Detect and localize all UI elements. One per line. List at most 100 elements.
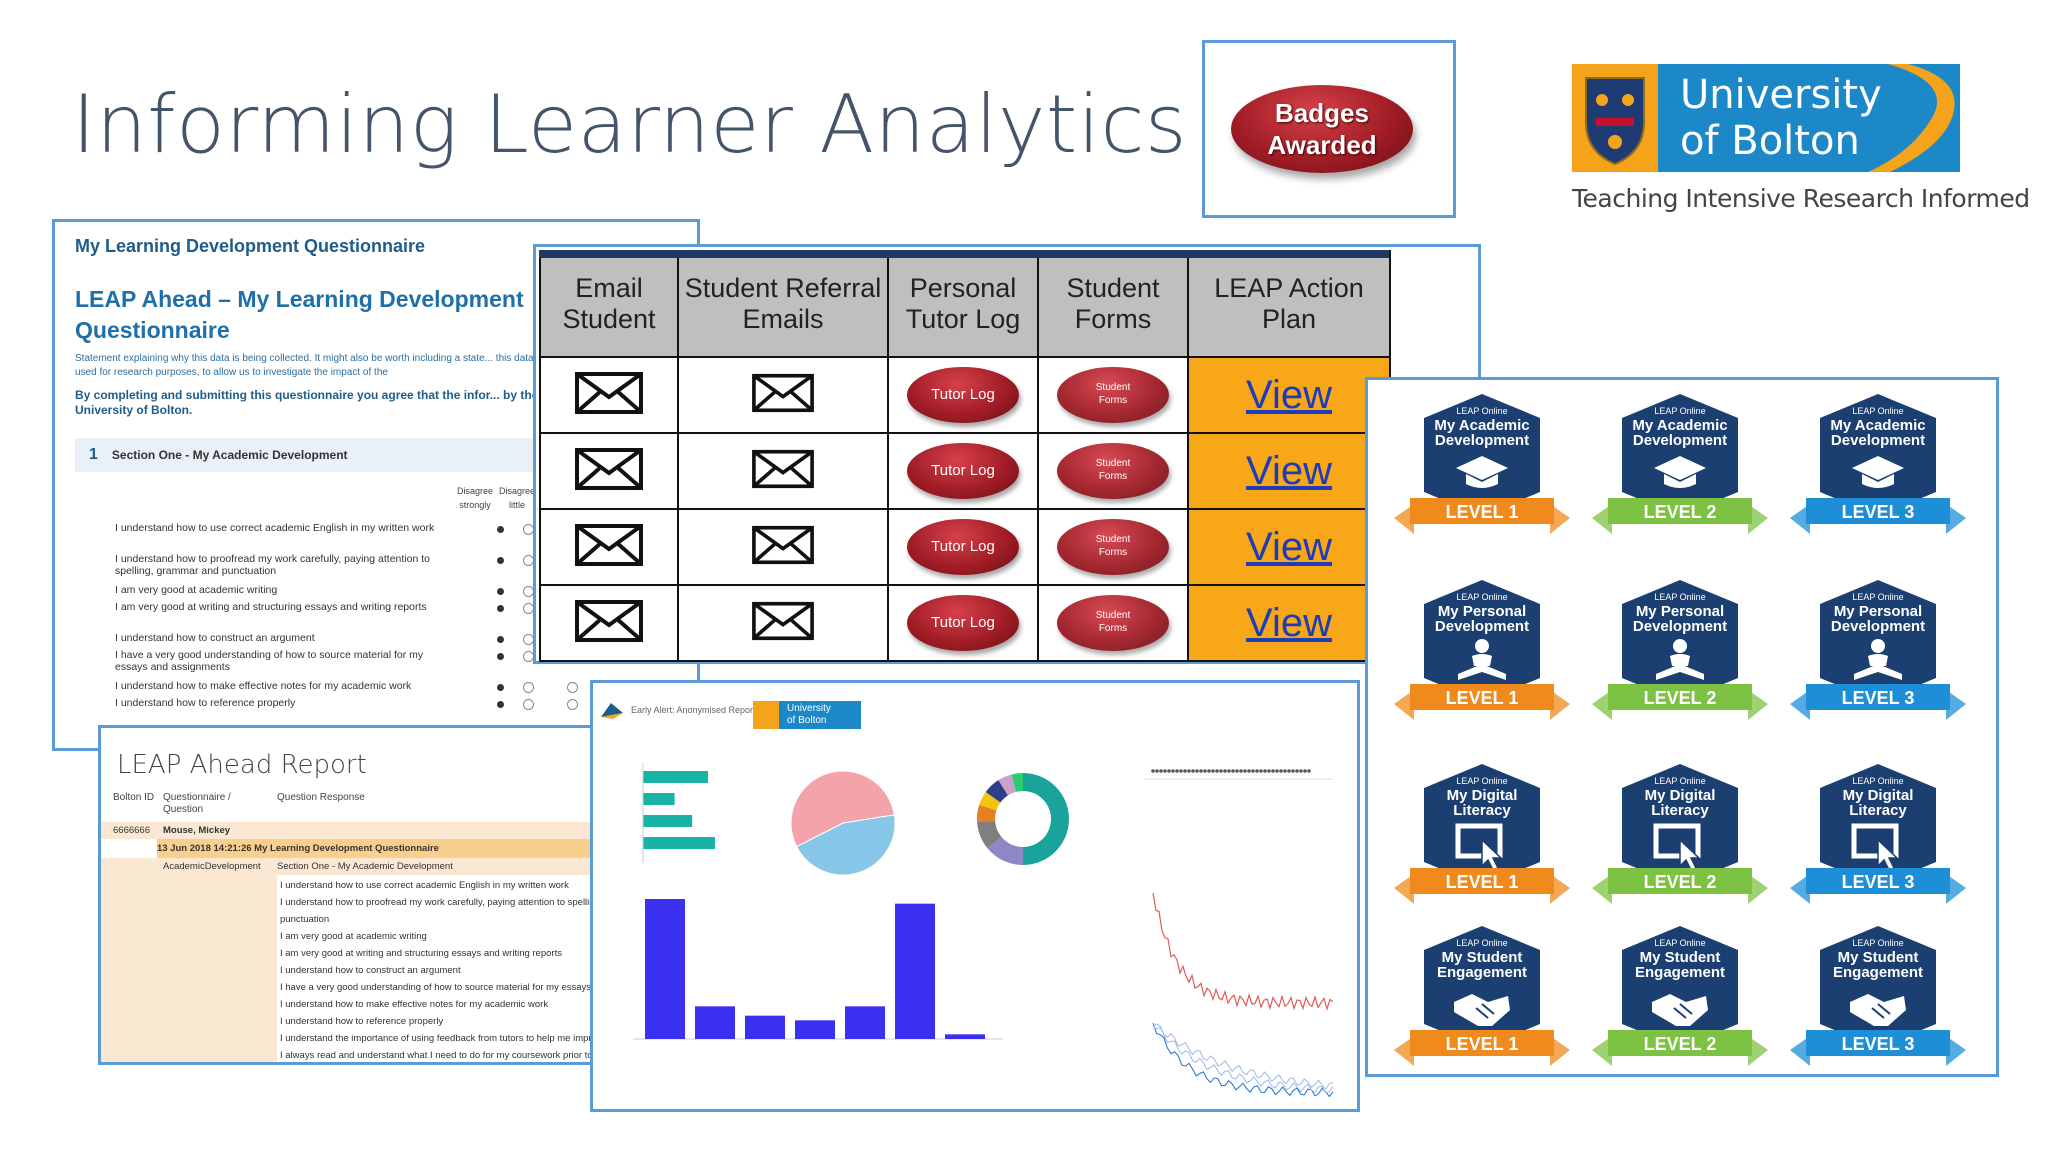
svg-text:My Academic: My Academic [1632, 417, 1727, 434]
questionnaire-title: LEAP Ahead – My Learning Development Que… [75, 286, 524, 343]
radio-button[interactable] [523, 699, 534, 710]
tutor-log-button[interactable]: Tutor Log [907, 519, 1019, 575]
email-student-cell[interactable] [539, 508, 679, 586]
svg-text:LEVEL 3: LEVEL 3 [1842, 1034, 1915, 1054]
email-student-cell[interactable] [539, 356, 679, 434]
referral-envelope-icon [752, 373, 814, 412]
scatter-point [1163, 769, 1167, 773]
university-logo: University of Bolton [1572, 58, 1964, 174]
scatter-point [1263, 769, 1267, 773]
scatter-point [1247, 769, 1251, 773]
scatter-point [1243, 769, 1247, 773]
referral-email-cell[interactable] [677, 584, 889, 662]
svg-text:Development: Development [1633, 432, 1727, 449]
scatter-point [1287, 769, 1291, 773]
radio-button[interactable] [567, 699, 578, 710]
report-section-row: AcademicDevelopment Section One - My Aca… [101, 858, 595, 875]
svg-text:My Personal: My Personal [1834, 603, 1922, 620]
questionnaire-agreement: By completing and submitting this questi… [75, 388, 539, 417]
donut-segment [979, 791, 1001, 811]
donut-segment [985, 780, 1008, 803]
section-number: 1 [89, 446, 98, 463]
multi-line [1152, 1022, 1334, 1098]
radio-button[interactable] [567, 682, 578, 693]
handshake-icon [1454, 994, 1510, 1026]
svg-text:Development: Development [1831, 618, 1925, 635]
pie-slice [790, 770, 895, 848]
referral-envelope-icon [752, 525, 814, 564]
svg-text:LEVEL 3: LEVEL 3 [1842, 688, 1915, 708]
dashboard-report-title: Early Alert: Anonymised Report [631, 705, 756, 715]
svg-text:My Digital: My Digital [1447, 787, 1518, 804]
view-action-plan-link[interactable]: View [1246, 600, 1332, 645]
scatter-point [1255, 769, 1259, 773]
referral-email-cell[interactable] [677, 432, 889, 510]
badge-my-digital-literacy-level-3: LEAP Online My Digital Literacy LEVEL 3 [1788, 758, 1968, 916]
report-response: I always read and understand what I need… [280, 1050, 598, 1061]
scatter-point [1171, 769, 1175, 773]
view-action-plan-link[interactable]: View [1246, 524, 1332, 569]
vbar [745, 1015, 785, 1039]
scatter-point [1175, 769, 1179, 773]
scatter-point [1191, 769, 1195, 773]
badge-my-digital-literacy-level-2: LEAP Online My Digital Literacy LEVEL 2 [1590, 758, 1770, 916]
badges-line1: Badges [1275, 98, 1369, 128]
header-personal-tutor-log: Personal Tutor Log [887, 250, 1039, 358]
vbar [945, 1034, 985, 1039]
svg-text:My Academic: My Academic [1830, 417, 1925, 434]
graduation-cap-icon [1456, 456, 1508, 488]
svg-text:LEAP Online: LEAP Online [1852, 776, 1903, 786]
report-title: LEAP Ahead Report [117, 750, 367, 780]
report-response: I understand how to make effective notes… [280, 999, 549, 1010]
scatter-point [1183, 769, 1187, 773]
referral-envelope-icon [752, 449, 814, 488]
email-envelope-icon [575, 599, 643, 642]
email-student-cell[interactable] [539, 432, 679, 510]
svg-text:LEAP Online: LEAP Online [1852, 938, 1903, 948]
crest-icon [1572, 64, 1658, 172]
radio-button[interactable] [523, 682, 534, 693]
scatter-point [1283, 769, 1287, 773]
referral-email-cell[interactable] [677, 356, 889, 434]
svg-text:My Digital: My Digital [1645, 787, 1716, 804]
vbar [895, 903, 935, 1039]
handshake-icon [1652, 994, 1708, 1026]
tutor-log-button[interactable]: Tutor Log [907, 595, 1019, 651]
person-reading-icon [1458, 639, 1506, 680]
scatter-point [1215, 769, 1219, 773]
multi-line [1152, 1025, 1334, 1094]
report-response: I understand the importance of using fee… [280, 1033, 598, 1044]
vbar [695, 1006, 735, 1039]
view-action-plan-link[interactable]: View [1246, 448, 1332, 493]
svg-text:LEAP Online: LEAP Online [1456, 406, 1507, 416]
badge-my-student-engagement-level-3: LEAP Online My Student Engagement LEVEL … [1788, 920, 1968, 1078]
section-title: Section One - My Academic Development [111, 448, 348, 462]
referral-email-cell[interactable] [677, 508, 889, 586]
tutor-log-button[interactable]: Tutor Log [907, 443, 1019, 499]
svg-text:LEVEL 1: LEVEL 1 [1446, 688, 1519, 708]
report-response: I understand how to reference properly [280, 1016, 444, 1027]
vbar [645, 899, 685, 1039]
analytics-dashboard-panel: Early Alert: Anonymised Report Universit… [590, 680, 1360, 1112]
svg-text:My Student: My Student [1838, 949, 1919, 966]
hbar [643, 837, 715, 849]
tutor-log-button[interactable]: Tutor Log [907, 367, 1019, 423]
email-student-cell[interactable] [539, 584, 679, 662]
header-leap-action-plan: LEAP Action Plan [1187, 250, 1391, 358]
badge-my-digital-literacy-level-1: LEAP Online My Digital Literacy LEVEL 1 [1392, 758, 1572, 916]
hbar [643, 815, 693, 827]
donut-segment [977, 820, 1002, 849]
view-action-plan-link[interactable]: View [1246, 372, 1332, 417]
svg-text:LEAP Online: LEAP Online [1852, 406, 1903, 416]
svg-text:LEAP Online: LEAP Online [1654, 592, 1705, 602]
scatter-point [1271, 769, 1275, 773]
scatter-point [1251, 769, 1255, 773]
dashboard-app-icon [601, 703, 623, 719]
